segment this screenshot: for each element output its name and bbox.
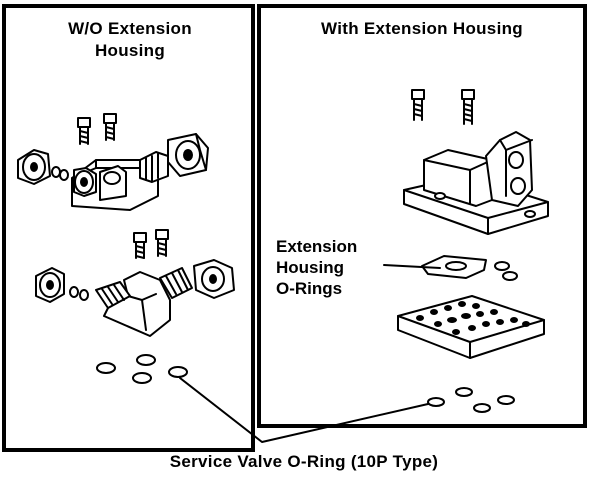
- callout-line3: O-Rings: [276, 279, 343, 298]
- elbow-fitting-icon: [95, 267, 193, 337]
- left-title-line2: Housing: [94, 41, 166, 60]
- upper-valve-assembly: [17, 113, 209, 211]
- o-ring-icon: [168, 366, 188, 378]
- fitting-nut-icon: [17, 149, 51, 185]
- left-title-line1: W/O Extension: [68, 19, 192, 38]
- left-panel-title: W/O Extension Housing: [14, 18, 246, 62]
- service-valve-leader: [179, 377, 429, 443]
- o-ring-icon: [79, 289, 89, 301]
- bolt-icon: [461, 89, 475, 125]
- extension-housing-icon: [403, 131, 549, 235]
- bolt-icon: [411, 89, 425, 121]
- extension-callout-leader: [383, 264, 441, 269]
- fitting-nut-icon: [35, 267, 65, 303]
- figure-caption: Service Valve O-Ring (10P Type): [169, 452, 439, 471]
- valve-plate-icon: [397, 295, 545, 359]
- fitting-nut-icon: [167, 133, 209, 177]
- right-panel-title: With Extension Housing: [321, 19, 523, 38]
- o-ring-icon: [494, 261, 510, 271]
- o-ring-icon: [59, 169, 69, 181]
- right-panel-frame: [257, 4, 587, 428]
- service-valve-o-rings-right: [427, 387, 515, 413]
- bolt-icon: [103, 113, 117, 141]
- o-ring-icon: [427, 397, 445, 407]
- fitting-nut-icon: [193, 259, 235, 299]
- bolt-icon: [155, 229, 169, 257]
- left-panel-frame: [2, 4, 255, 452]
- o-ring-icon: [51, 166, 61, 178]
- o-ring-icon: [69, 286, 79, 298]
- o-ring-icon: [502, 271, 518, 281]
- o-ring-icon: [473, 403, 491, 413]
- lower-elbow-assembly: [35, 229, 235, 337]
- callout-line2: Housing: [276, 258, 344, 277]
- valve-body-icon: [71, 151, 169, 211]
- service-valve-o-rings-left: [96, 354, 188, 384]
- bolt-icon: [77, 117, 91, 145]
- extension-o-rings-callout: Extension Housing O-Rings: [276, 236, 357, 299]
- bolt-icon: [133, 232, 147, 259]
- o-ring-icon: [96, 362, 116, 374]
- o-ring-icon: [455, 387, 473, 397]
- o-ring-icon: [136, 354, 156, 366]
- o-ring-icon: [497, 395, 515, 405]
- callout-line1: Extension: [276, 237, 358, 256]
- gasket-icon: [421, 255, 518, 281]
- o-ring-icon: [132, 372, 152, 384]
